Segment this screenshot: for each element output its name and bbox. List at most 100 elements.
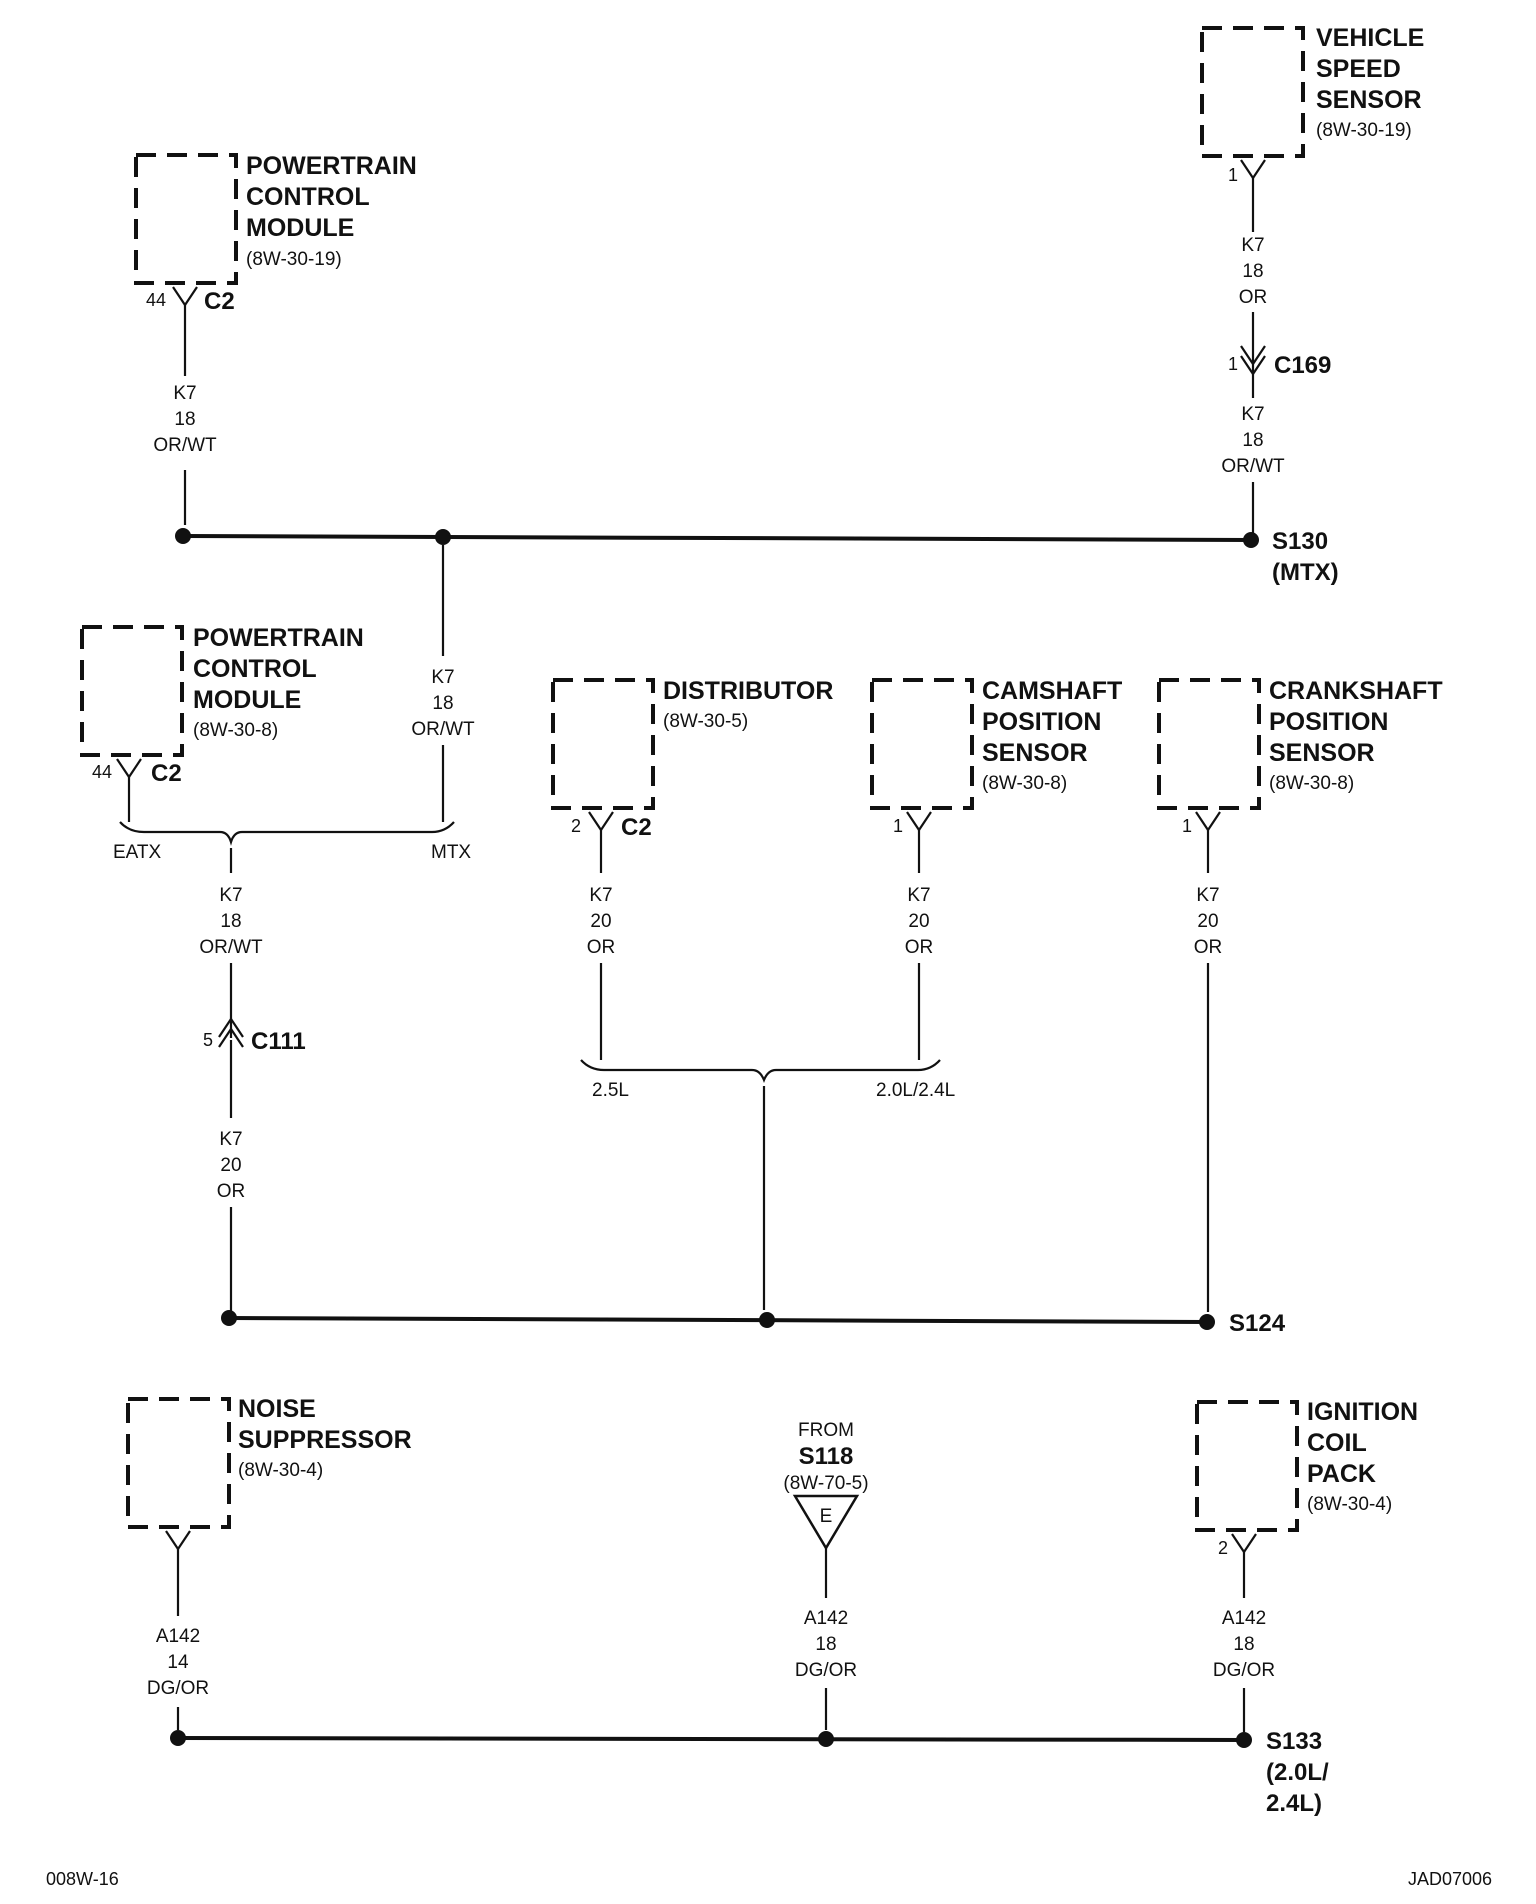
wire-coil-gauge: 18 [1233,1634,1254,1655]
wire-pcm-mid-lower-gauge: 20 [220,1155,241,1176]
distributor-ref: (8W-30-5) [663,711,748,732]
from-letter: E [820,1506,833,1527]
engine-option-brace: 2.5L 2.0L/2.4L [580,1059,955,1101]
footer-figure-code: JAD07006 [1408,1869,1492,1889]
wire-from-circuit: A142 [804,1608,848,1629]
c169-label: C169 [1274,352,1331,379]
pcm-mid-connector: C2 [151,760,182,787]
distributor-pin: 2 C2 [571,811,652,841]
wire-ckp-color: OR [1194,937,1223,958]
wire-cmp-color: OR [905,937,934,958]
wire-cmp-circuit: K7 [907,885,930,906]
pcm-mid-name-line1: POWERTRAIN [193,624,364,652]
from-ref: (8W-70-5) [783,1473,868,1494]
c111-pin: 5 [203,1030,213,1050]
wire-ckp-circuit: K7 [1196,885,1219,906]
vss-name-line1: VEHICLE [1316,24,1424,52]
splice-s130-bus: S130 (MTX) [175,528,1339,586]
splice-s133-bus: S133 (2.0L/ 2.4L) [170,1728,1329,1817]
wire-from-gauge: 18 [815,1634,836,1655]
crankshaft-position-sensor: CRANKSHAFT POSITION SENSOR (8W-30-8) [1157,677,1443,810]
option-2-5l: 2.5L [592,1080,629,1101]
vss-name-line3: SENSOR [1316,86,1422,114]
noise-ref: (8W-30-4) [238,1460,323,1481]
distributor-name: DISTRIBUTOR [663,677,833,705]
from-s118: FROM S118 (8W-70-5) E [783,1420,869,1551]
coil-ref: (8W-30-4) [1307,1494,1392,1515]
c111-label: C111 [251,1028,306,1055]
noise-name-line2: SUPPRESSOR [238,1426,412,1454]
wire-pcm-mid-upper-color: OR/WT [199,937,263,958]
from-label: FROM [798,1420,854,1441]
coil-name-line3: PACK [1307,1460,1376,1488]
wire-mtx-circuit: K7 [431,667,454,688]
distributor: DISTRIBUTOR (8W-30-5) [551,677,833,810]
ckp-name-line2: POSITION [1269,708,1388,736]
cmp-name-line2: POSITION [982,708,1101,736]
pcm-top-ref: (8W-30-19) [246,249,342,270]
wire-pcm-mid-lower-circuit: K7 [219,1129,242,1150]
pcm-top-name-line3: MODULE [246,214,354,242]
camshaft-position-sensor: CAMSHAFT POSITION SENSOR (8W-30-8) [870,677,1122,810]
option-eatx: EATX [113,842,162,863]
pcm-mid-pin: 44 C2 [92,758,182,787]
cmp-pin: 1 [893,811,932,836]
pcm-top-name-line1: POWERTRAIN [246,152,417,180]
footer-page-code: 008W-16 [46,1869,119,1889]
s133-note-line1: (2.0L/ [1266,1759,1329,1786]
wire-vss-lower-circuit: K7 [1241,404,1264,425]
option-mtx: MTX [431,842,471,863]
pcm-top-name-line2: CONTROL [246,183,370,211]
pcm-top-pin-number: 44 [146,290,166,310]
vss-ref: (8W-30-19) [1316,120,1412,141]
connector-c169: 1 C169 [1228,345,1331,379]
ckp-pin: 1 [1182,811,1221,836]
wire-pcm-mid-upper-circuit: K7 [219,885,242,906]
wire-vss-upper-circuit: K7 [1241,235,1264,256]
distributor-pin-number: 2 [571,816,581,836]
ckp-name-line1: CRANKSHAFT [1269,677,1443,705]
vss-name-line2: SPEED [1316,55,1401,83]
wire-pcm-top-color: OR/WT [153,435,217,456]
s130-note: (MTX) [1272,559,1339,586]
coil-name-line2: COIL [1307,1429,1367,1457]
wire-distributor-gauge: 20 [590,911,611,932]
pcm-top-pin: 44 C2 [146,286,235,315]
cmp-name-line1: CAMSHAFT [982,677,1122,705]
wire-vss-lower-gauge: 18 [1242,430,1263,451]
pcm-mid-pin-number: 44 [92,762,112,782]
noise-name-line1: NOISE [238,1395,316,1423]
noise-pin [165,1530,191,1551]
wire-from-color: DG/OR [795,1660,857,1681]
distributor-connector: C2 [621,814,652,841]
wire-ckp-gauge: 20 [1197,911,1218,932]
wire-mtx-gauge: 18 [432,693,453,714]
wire-cmp-gauge: 20 [908,911,929,932]
wire-noise-color: DG/OR [147,1678,209,1699]
pcm-mid-name-line2: CONTROL [193,655,317,683]
ckp-pin-number: 1 [1182,816,1192,836]
wire-pcm-mid-lower-color: OR [217,1181,246,1202]
wire-coil-circuit: A142 [1222,1608,1266,1629]
s133-note-line2: 2.4L) [1266,1790,1322,1817]
wire-pcm-top-gauge: 18 [174,409,195,430]
ckp-ref: (8W-30-8) [1269,773,1354,794]
wire-pcm-top-circuit: K7 [173,383,196,404]
transmission-option-brace: EATX MTX [113,821,471,863]
wire-vss-upper-color: OR [1239,287,1268,308]
s133-label: S133 [1266,1728,1322,1755]
wire-vss-lower-color: OR/WT [1221,456,1285,477]
coil-pin: 2 [1218,1533,1257,1558]
wire-pcm-mid-upper-gauge: 18 [220,911,241,932]
coil-name-line1: IGNITION [1307,1398,1418,1426]
vss-pin: 1 [1228,159,1266,185]
wire-noise-gauge: 14 [167,1652,189,1673]
ckp-name-line3: SENSOR [1269,739,1375,767]
ignition-coil-pack: IGNITION COIL PACK (8W-30-4) [1195,1398,1418,1532]
pcm-mid-name-line3: MODULE [193,686,301,714]
noise-suppressor: NOISE SUPPRESSOR (8W-30-4) [126,1395,412,1529]
cmp-ref: (8W-30-8) [982,773,1067,794]
wire-noise-circuit: A142 [156,1626,200,1647]
pcm-top: POWERTRAIN CONTROL MODULE (8W-30-19) [134,152,417,285]
